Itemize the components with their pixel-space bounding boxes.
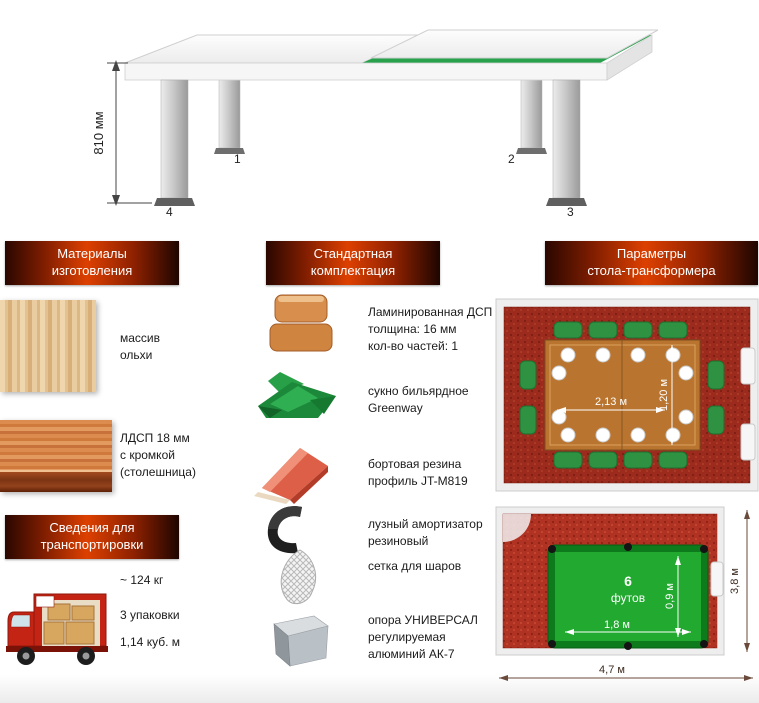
billiard-cloth-icon — [238, 366, 362, 428]
room-length-dimension: 4,7 м — [499, 664, 753, 681]
equipment-item-net: сетка для шаров — [368, 559, 462, 573]
pocket-rubber-icon — [238, 503, 362, 557]
materials-section-header: Материалы изготовления — [5, 241, 179, 285]
billiard-room-plan: 6 футов 1,8 м 0,9 м 3,8 м 4,7 м — [495, 506, 753, 681]
shipping-weight: ~ 124 кг — [120, 573, 164, 587]
parameters-section-header: Параметры стола-трансформера — [545, 241, 758, 285]
cushion-rubber-icon — [238, 440, 362, 504]
table-size-unit: футов — [611, 591, 645, 605]
billiard-table: 6 футов — [547, 543, 709, 650]
svg-text:1,8 м: 1,8 м — [604, 619, 630, 631]
shipping-packages: 3 упаковки — [120, 608, 180, 622]
leg-number-3: 3 — [567, 205, 574, 219]
table-width-dimension: 0,9 м — [664, 556, 681, 637]
room-width-dimension: 3,8 м — [729, 510, 750, 652]
leg-number-4: 4 — [166, 205, 173, 219]
dining-width-dimension: 1,20 м — [658, 345, 675, 445]
wall-fixture — [740, 423, 756, 461]
door-swing — [503, 514, 531, 542]
ldsp-surface — [0, 420, 112, 470]
ball-net-icon — [238, 548, 362, 612]
ldsp-wood-swatch — [0, 420, 112, 492]
table-size-value: 6 — [624, 573, 632, 589]
front-legs — [154, 79, 587, 206]
equipment-item-cloth: сукно бильярдное Greenway — [368, 384, 469, 415]
equipment-item-pocket-rubber: лузный амортизатор резиновый — [368, 517, 483, 548]
alder-wood-label: массив ольхи — [120, 331, 161, 362]
leg-support-icon — [238, 610, 362, 668]
svg-text:0,9 м: 0,9 м — [664, 583, 676, 609]
svg-text:3,8 м: 3,8 м — [729, 568, 741, 594]
svg-text:1,20 м: 1,20 м — [658, 379, 670, 411]
height-label: 810 мм — [91, 111, 106, 154]
ldsp-edge — [0, 470, 112, 492]
dining-room-plan: 2,13 м 1,20 м — [495, 298, 759, 492]
alder-wood-swatch — [0, 300, 96, 392]
tabletop — [124, 29, 659, 81]
equipment-item-chipboard: Ламинированная ДСП толщина: 16 мм кол-во… — [368, 305, 493, 353]
equipment-item-cushion: бортовая резина профиль JT-M819 — [368, 457, 468, 488]
leg-number-1: 1 — [234, 152, 241, 166]
table-drawing: 810 мм 1 2 3 4 — [91, 29, 659, 219]
chairs — [519, 321, 725, 469]
dining-length-dimension: 2,13 м — [557, 396, 665, 413]
chipboard-icon — [238, 293, 362, 357]
leg-number-2: 2 — [508, 152, 515, 166]
wall-fixture — [710, 561, 724, 597]
svg-text:2,13 м: 2,13 м — [595, 396, 627, 408]
delivery-truck-icon — [6, 593, 108, 665]
wall-fixture — [740, 347, 756, 385]
shipping-volume: 1,14 куб. м — [120, 635, 180, 649]
plates — [551, 347, 694, 443]
table-length-dimension: 1,8 м — [565, 619, 691, 635]
height-dimension: 810 мм — [91, 60, 152, 206]
back-legs — [214, 59, 547, 154]
equipment-section-header: Стандартная комплектация — [266, 241, 440, 285]
ldsp-label: ЛДСП 18 мм с кромкой (столешница) — [120, 431, 196, 479]
shipping-section-header: Сведения для транспортировки — [5, 515, 179, 559]
svg-text:4,7 м: 4,7 м — [599, 664, 625, 676]
equipment-item-support: опора УНИВЕРСАЛ регулируемая алюминий АК… — [368, 613, 478, 661]
